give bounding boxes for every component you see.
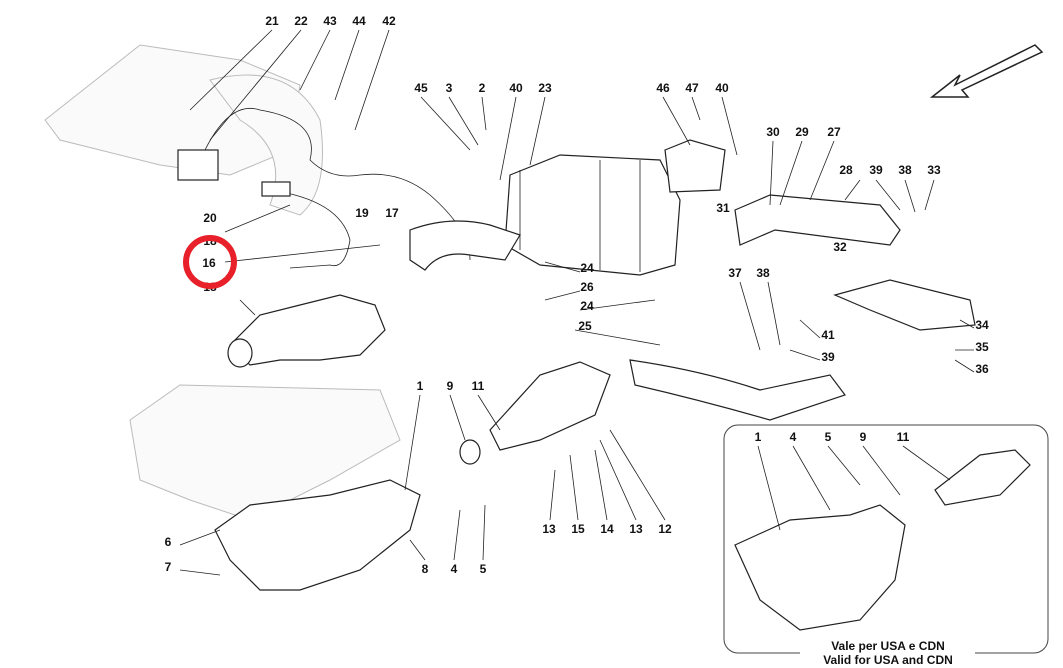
sensor-wire-2 — [269, 189, 351, 269]
heat-shield — [664, 139, 726, 193]
callout: 11 — [897, 430, 910, 444]
callout: 42 — [382, 14, 396, 28]
catalytic-converter — [229, 294, 386, 366]
callout: 36 — [975, 362, 989, 376]
callout: 1 — [417, 379, 424, 393]
callout: 1 — [755, 430, 762, 444]
inset-manifold — [734, 504, 906, 631]
callout: 29 — [795, 125, 809, 139]
engine-block — [129, 384, 401, 521]
callout: 43 — [323, 14, 337, 28]
callout: 2 — [479, 81, 486, 95]
callout: 21 — [265, 14, 279, 28]
callout: 12 — [658, 522, 672, 536]
callout: 47 — [685, 81, 699, 95]
callout: 30 — [766, 125, 780, 139]
inset-callouts: 1 4 5 9 11 — [755, 430, 910, 444]
callout: 6 — [165, 535, 172, 549]
sensor-wire — [204, 108, 471, 261]
callout: 38 — [898, 163, 912, 177]
plate — [833, 279, 976, 331]
callout: 5 — [825, 430, 832, 444]
callout: 11 — [472, 379, 485, 393]
callout: 15 — [571, 522, 585, 536]
callout: 32 — [833, 240, 847, 254]
callout: 23 — [538, 81, 552, 95]
callout: 33 — [927, 163, 941, 177]
callout: 22 — [294, 14, 308, 28]
callout: 40 — [509, 81, 523, 95]
callout: 4 — [790, 430, 797, 444]
arrow-down-left-icon — [929, 44, 1044, 98]
inset-catalyst — [934, 449, 1031, 506]
callout: 20 — [203, 211, 217, 225]
silencer — [504, 154, 681, 276]
front-catalyst — [489, 361, 611, 451]
callout: 13 — [629, 522, 643, 536]
callout: 24 — [580, 299, 594, 313]
callout: 25 — [578, 319, 592, 333]
callout: 28 — [839, 163, 853, 177]
callout: 45 — [414, 81, 428, 95]
callout: 39 — [869, 163, 883, 177]
callout-highlighted: 16 — [202, 256, 216, 270]
callout: 40 — [715, 81, 729, 95]
callout: 26 — [580, 280, 594, 294]
callout: 38 — [756, 266, 770, 280]
callout: 9 — [860, 430, 867, 444]
highlight-circle — [183, 235, 237, 289]
callout: 5 — [480, 562, 487, 576]
control-unit — [177, 149, 219, 181]
callout: 14 — [600, 522, 614, 536]
callout: 7 — [165, 560, 172, 574]
callout-labels: 21 22 43 44 42 45 3 2 40 23 46 47 40 30 … — [165, 14, 989, 576]
callout: 39 — [821, 350, 835, 364]
callout: 9 — [447, 379, 454, 393]
converter-inlet — [227, 338, 253, 368]
leader-lines — [179, 29, 975, 576]
callout: 31 — [716, 201, 730, 215]
callout: 3 — [446, 81, 453, 95]
bracket — [734, 194, 901, 246]
connector — [261, 181, 291, 197]
callout: 19 — [355, 206, 369, 220]
inset-leaders — [757, 445, 951, 531]
callout: 27 — [827, 125, 841, 139]
callout: 8 — [422, 562, 429, 576]
inset-caption-italian: Vale per USA e CDN — [831, 639, 945, 653]
callout: 41 — [821, 328, 835, 342]
wheel-arch — [209, 74, 323, 216]
rear-pipe — [629, 359, 846, 421]
callout: 34 — [975, 318, 989, 332]
gasket — [459, 439, 481, 465]
callout: 4 — [451, 562, 458, 576]
callout: 35 — [975, 340, 989, 354]
inset-caption-bg — [800, 644, 975, 662]
inset-caption-english: Valid for USA and CDN — [823, 653, 953, 667]
callout: 13 — [542, 522, 556, 536]
callout: 24 — [580, 261, 594, 275]
callout: 46 — [656, 81, 670, 95]
silencer-bands — [519, 160, 641, 272]
callout: 44 — [352, 14, 366, 28]
exhaust-manifold — [214, 479, 421, 591]
callout: 37 — [728, 266, 742, 280]
tailpipes — [409, 220, 521, 271]
callout: 17 — [385, 206, 399, 220]
